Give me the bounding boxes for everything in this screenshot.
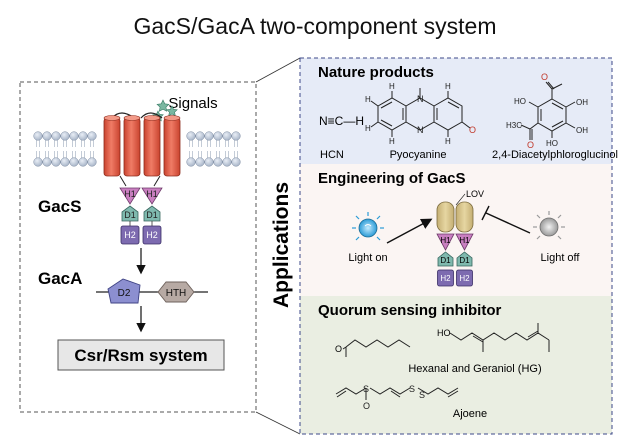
engineering-heading: Engineering of GacS — [318, 170, 466, 187]
hcn-structure: N≡C—H — [319, 114, 364, 128]
svg-text:S: S — [363, 384, 369, 394]
zoom-line-top — [255, 57, 301, 83]
csr-rsm-label: Csr/Rsm system — [74, 346, 207, 365]
svg-text:H2: H2 — [124, 230, 136, 240]
figure-title: GacS/GacA two-component system — [133, 13, 496, 39]
gacs-gaca-panel — [19, 81, 257, 413]
engineered-h1-domains: H1 H1 — [436, 233, 474, 251]
svg-text:O: O — [541, 72, 548, 82]
svg-text:N≡C—H: N≡C—H — [319, 114, 364, 128]
svg-text:D1: D1 — [440, 256, 451, 265]
svg-text:O: O — [469, 125, 476, 135]
gacs-h2-domain-left: H2 — [120, 225, 140, 245]
engineered-d1-domains: D1 D1 — [437, 251, 473, 267]
gacs-h1-domain-right: H1 — [141, 187, 163, 205]
gaca-hth-domain: HTH — [157, 281, 195, 303]
svg-text:D1: D1 — [459, 256, 470, 265]
svg-text:D1: D1 — [124, 210, 136, 220]
svg-text:H1: H1 — [146, 189, 158, 199]
svg-text:H: H — [389, 137, 395, 146]
svg-text:H2: H2 — [146, 230, 158, 240]
lov-pointer — [455, 193, 466, 206]
gacs-transmembrane-helices — [103, 112, 181, 187]
svg-text:S: S — [409, 384, 415, 394]
svg-text:H: H — [365, 124, 371, 133]
pyocyanine-atoms: N N O H H H H H H — [365, 82, 476, 146]
svg-text:HO: HO — [546, 139, 558, 148]
svg-text:H: H — [365, 95, 371, 104]
svg-text:OH: OH — [576, 126, 588, 135]
svg-text:O: O — [527, 140, 534, 150]
svg-text:D2: D2 — [118, 288, 131, 299]
engineering-section — [300, 164, 612, 296]
pyocyanine-name: Pyocyanine — [390, 149, 447, 161]
svg-text:H1: H1 — [459, 236, 470, 245]
light-on-activation-arrow — [386, 218, 433, 244]
svg-text:OH: OH — [576, 98, 588, 107]
csr-rsm-box — [57, 339, 225, 371]
pyocyanine-structure — [370, 88, 471, 137]
light-off-bulb-icon — [533, 211, 565, 240]
ajoene-structure — [335, 387, 459, 400]
quorum-heading: Quorum sensing inhibitor — [318, 302, 501, 319]
quorum-section — [300, 296, 612, 434]
svg-text:O: O — [363, 401, 370, 411]
gacs-d1-domain-left: D1 — [121, 205, 139, 222]
engineered-h2-domains: H2 H2 — [437, 269, 473, 287]
svg-text:HTH: HTH — [166, 288, 187, 299]
signals-label: Signals — [168, 95, 217, 112]
cell-membrane — [33, 131, 241, 167]
geraniol-hydroxyl: HO — [437, 328, 451, 338]
svg-text:H: H — [445, 137, 451, 146]
nature-products-section — [300, 58, 612, 164]
ajoene-atoms: S O S S — [363, 384, 425, 411]
svg-text:H2: H2 — [440, 274, 451, 283]
svg-text:S: S — [419, 390, 425, 400]
geraniol-structure — [449, 323, 550, 352]
light-off-inhibition — [481, 205, 531, 234]
svg-text:HO: HO — [514, 97, 526, 106]
gacs-d1-domain-right: D1 — [143, 205, 161, 222]
light-on-label: Light on — [348, 252, 387, 264]
gacs-h1-domain-left: H1 — [119, 187, 141, 205]
svg-text:N: N — [417, 94, 424, 104]
ajoene-label: Ajoene — [453, 408, 487, 420]
svg-text:H: H — [445, 82, 451, 91]
svg-text:H1: H1 — [124, 189, 136, 199]
hexanal-oxygen: O — [335, 344, 342, 354]
nature-products-heading: Nature products — [318, 64, 434, 81]
light-off-label: Light off — [541, 252, 581, 264]
applications-panel — [299, 57, 613, 435]
svg-text:H3C: H3C — [506, 121, 522, 130]
lov-domains — [436, 201, 474, 233]
diacetylphloroglucinol-name: 2,4-Diacetylphloroglucinol — [492, 149, 618, 161]
svg-text:D1: D1 — [146, 210, 158, 220]
lov-label: LOV — [466, 189, 484, 199]
diacetylphloroglucinol-atoms: O OH OH HO H3C O HO — [506, 72, 588, 150]
gaca-label: GacA — [38, 269, 82, 288]
svg-text:H1: H1 — [440, 236, 451, 245]
light-on-bulb-icon — [352, 212, 384, 241]
hcn-name: HCN — [320, 149, 344, 161]
applications-label: Applications — [270, 182, 293, 308]
svg-text:H2: H2 — [459, 274, 470, 283]
hexanal-structure — [342, 339, 411, 357]
gacs-h2-domain-right: H2 — [142, 225, 162, 245]
gaca-d2-domain: D2 — [107, 278, 141, 304]
hexanal-geraniol-label: Hexanal and Geraniol (HG) — [408, 363, 541, 375]
diacetylphloroglucinol-structure — [520, 81, 576, 140]
svg-text:H: H — [389, 82, 395, 91]
gacs-label: GacS — [38, 197, 81, 216]
zoom-line-bottom — [255, 411, 301, 435]
svg-text:N: N — [417, 125, 424, 135]
